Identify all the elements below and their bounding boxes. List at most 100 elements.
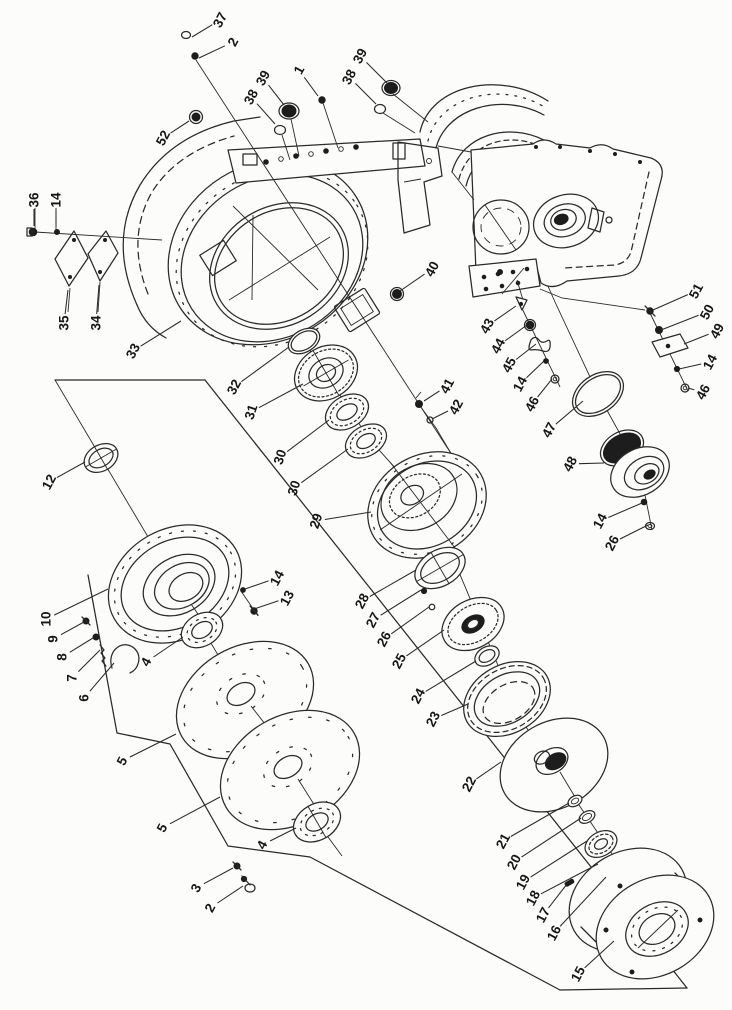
callout-leader (60, 621, 85, 636)
callout-label: 18 (523, 887, 544, 908)
part-38-washer-left (273, 124, 291, 161)
part-6-clip (110, 644, 140, 674)
callout-leader (269, 827, 297, 842)
callout-label: 47 (539, 420, 559, 440)
callout-label: 42 (446, 397, 466, 417)
callout-label: 24 (408, 685, 429, 706)
callout-label: 34 (89, 315, 104, 331)
callout-label: 26 (374, 628, 395, 649)
part-25-freewheel (441, 596, 505, 652)
part-43-breather (515, 296, 528, 311)
callout-leader (369, 569, 417, 597)
callout-label: 52 (153, 128, 173, 148)
callout-label: 14 (49, 192, 64, 208)
part-5-flexplate-b (219, 709, 361, 831)
callout-label: 26 (602, 532, 623, 553)
callout-label: 5 (114, 754, 131, 768)
callout-leader (399, 273, 425, 292)
callout-leader (256, 103, 276, 125)
top-fasteners (180, 30, 453, 456)
part-30-bearing-b (344, 423, 388, 459)
callout-label: 2 (225, 35, 242, 49)
callout-label: 36 (27, 192, 42, 208)
callout-label: 15 (568, 963, 589, 984)
callout-label: 19 (513, 872, 533, 892)
callout-label: 33 (123, 340, 144, 361)
callout-label: 23 (423, 708, 444, 729)
callout-leader (240, 346, 290, 383)
callout-leader (390, 606, 430, 635)
callout-label: 27 (363, 610, 383, 630)
part-42-washer (426, 416, 434, 424)
callout-label: 14 (267, 567, 288, 588)
callout-label: 10 (39, 611, 54, 626)
callout-leader (129, 733, 177, 758)
part-41-bolt (415, 391, 423, 408)
callout-label: 38 (241, 86, 262, 107)
part-49-bracket (651, 333, 689, 358)
part-4-flange-b (292, 801, 342, 843)
callout-label: 20 (504, 852, 524, 872)
callout-leader (683, 333, 709, 345)
callout-leader (303, 76, 319, 97)
callout-leader (526, 360, 545, 379)
callout-leader (268, 84, 285, 106)
part-36-bolt (26, 227, 38, 237)
callout-leader (380, 589, 422, 616)
part-2-bolt-bottom (240, 875, 256, 893)
callout-leader (324, 511, 372, 521)
callout-leader (660, 314, 699, 331)
callout-leader (355, 83, 377, 105)
part-50-washer (655, 326, 663, 334)
part-46-ring-a (550, 374, 560, 384)
callout-leader (366, 62, 388, 84)
callout-leader (425, 660, 477, 692)
part-15-drum (568, 847, 715, 980)
callout-label: 17 (533, 905, 553, 925)
callout-label: 46 (522, 393, 543, 414)
callout-leader (96, 284, 100, 315)
part-32-oring (287, 327, 321, 355)
callout-label: 22 (459, 774, 479, 794)
part-14-washer-l2 (240, 587, 246, 593)
part-14-washer-left (54, 229, 60, 235)
part-39-plug-right (381, 79, 429, 123)
callout-label: 50 (697, 302, 717, 322)
callout-leader (169, 796, 221, 825)
part-28-race (414, 546, 466, 590)
right-chain (515, 296, 690, 531)
part-9-bolt (81, 616, 91, 626)
callout-label: 38 (339, 66, 360, 87)
callout-label: 14 (700, 351, 721, 372)
callout-label: 28 (352, 590, 373, 611)
callout-leader (431, 410, 449, 420)
callout-label: 1 (291, 63, 308, 77)
gear-housing (419, 84, 663, 301)
part-48-pump (599, 429, 670, 498)
part-27-bolt (420, 587, 428, 595)
part-38-washer-right (373, 103, 416, 134)
callout-leader (504, 324, 528, 342)
callout-leader (619, 524, 649, 540)
callout-label: 29 (307, 512, 326, 531)
callout-label: 30 (285, 479, 304, 498)
callout-leader (89, 662, 115, 692)
callout-leader (540, 863, 599, 895)
callout-label: 12 (39, 472, 59, 492)
part-34-cover (87, 230, 119, 313)
callout-leader (515, 343, 537, 360)
callout-label: 44 (488, 335, 509, 356)
callout-leader (530, 840, 588, 878)
part-21-ring (567, 794, 583, 808)
callout-leader (140, 320, 182, 347)
callout-label: 5 (154, 821, 171, 835)
callout-leader (687, 387, 695, 391)
callout-leader (476, 761, 502, 780)
callout-leader (584, 940, 615, 969)
part-14-bolt-r3 (673, 365, 681, 373)
part-2-bolt-top (191, 52, 453, 456)
part-45-clip (528, 336, 551, 353)
callout-label: 9 (46, 635, 61, 643)
callout-leader (258, 383, 304, 409)
